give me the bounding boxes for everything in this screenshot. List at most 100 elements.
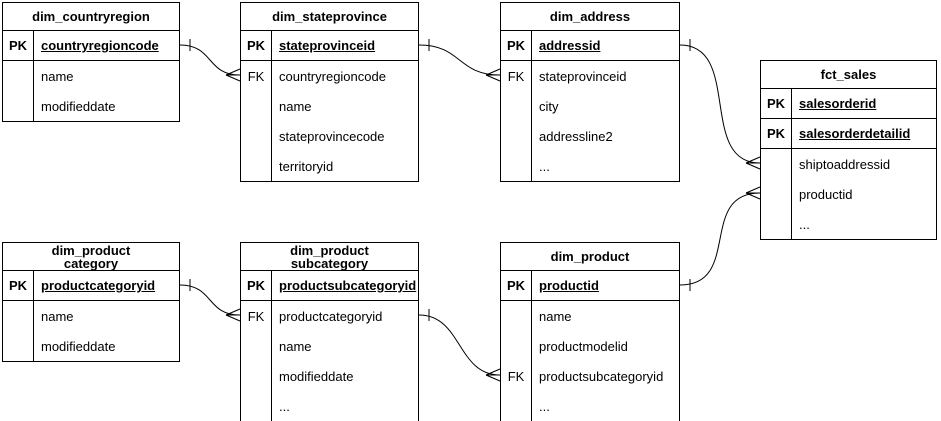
- key-badge: [761, 179, 792, 209]
- table-row: ...: [501, 151, 679, 181]
- column-label: addressid: [539, 38, 601, 53]
- many-marker: [745, 156, 761, 170]
- entity-title: dim_countryregion: [3, 3, 179, 31]
- key-badge: PK: [241, 271, 272, 300]
- table-row: ...: [241, 391, 418, 421]
- key-badge: FK: [501, 361, 532, 391]
- key-badge: [501, 301, 532, 331]
- relationship-productcategory-productsubcategory: [179, 279, 241, 322]
- table-row: PK addressid: [501, 31, 679, 61]
- key-badge: [761, 149, 792, 179]
- table-row: PK productsubcategoryid: [241, 271, 418, 301]
- many-marker: [745, 186, 761, 200]
- column-label: countryregioncode: [279, 68, 386, 84]
- table-row: PK salesorderid: [761, 89, 936, 119]
- entity-dim-productcategory: dim_product category PK productcategoryi…: [2, 242, 180, 362]
- table-row: FK productcategoryid: [241, 301, 418, 331]
- column-label: ...: [279, 398, 290, 414]
- column-label: productcategoryid: [41, 278, 156, 293]
- key-badge: [241, 151, 272, 181]
- relationship-line: [679, 192, 761, 286]
- table-row: name: [3, 61, 179, 91]
- column-label: modifieddate: [279, 368, 354, 384]
- column-label: ...: [539, 158, 550, 174]
- many-marker: [485, 68, 501, 82]
- many-marker: [225, 308, 241, 322]
- column-label: modifieddate: [41, 338, 116, 354]
- key-badge: [501, 91, 532, 121]
- table-row: addressline2: [501, 121, 679, 151]
- entity-dim-product: dim_product PK productid name productmod…: [500, 242, 680, 421]
- entity-fct-sales: fct_sales PK salesorderid PK salesorderd…: [760, 60, 937, 240]
- key-badge: FK: [501, 61, 532, 91]
- table-row: productmodelid: [501, 331, 679, 361]
- column-label: ...: [799, 216, 810, 232]
- table-row: modifieddate: [3, 331, 179, 361]
- column-label: stateprovincecode: [279, 128, 385, 144]
- table-row: ...: [501, 391, 679, 421]
- column-label: productid: [799, 186, 853, 202]
- column-label: city: [539, 98, 559, 114]
- column-label: name: [539, 308, 572, 324]
- column-label: productid: [539, 278, 599, 293]
- entity-dim-countryregion: dim_countryregion PK countryregioncode n…: [2, 2, 180, 122]
- key-badge: PK: [501, 271, 532, 300]
- table-row: name: [241, 331, 418, 361]
- key-badge: PK: [501, 31, 532, 60]
- key-badge: PK: [241, 31, 272, 60]
- entity-title: dim_product: [501, 243, 679, 271]
- relationship-line: [418, 314, 501, 376]
- table-row: shiptoaddressid: [761, 149, 936, 179]
- key-badge: [3, 91, 34, 121]
- table-row: PK salesorderdetailid: [761, 119, 936, 149]
- entity-title: fct_sales: [761, 61, 936, 89]
- table-row: modifieddate: [3, 91, 179, 121]
- entity-dim-address: dim_address PK addressid FK stateprovinc…: [500, 2, 680, 182]
- column-label: productmodelid: [539, 338, 628, 354]
- table-row: ...: [761, 209, 936, 239]
- many-marker: [485, 368, 501, 382]
- key-badge: [241, 331, 272, 361]
- column-label: stateprovinceid: [539, 68, 627, 84]
- entity-title: dim_product category: [3, 243, 179, 271]
- key-badge: [761, 209, 792, 239]
- relationship-address-fctsales: [679, 39, 761, 170]
- column-label: modifieddate: [41, 98, 116, 114]
- column-label: productcategoryid: [279, 308, 383, 324]
- entity-title: dim_stateprovince: [241, 3, 418, 31]
- table-row: PK countryregioncode: [3, 31, 179, 61]
- key-badge: PK: [761, 89, 792, 118]
- column-label: name: [41, 68, 74, 84]
- table-row: name: [501, 301, 679, 331]
- column-label: territoryid: [279, 158, 334, 174]
- table-row: modifieddate: [241, 361, 418, 391]
- entity-title: dim_address: [501, 3, 679, 31]
- table-row: FK stateprovinceid: [501, 61, 679, 91]
- table-row: PK stateprovinceid: [241, 31, 418, 61]
- key-badge: [501, 391, 532, 421]
- table-row: stateprovincecode: [241, 121, 418, 151]
- column-label: salesorderdetailid: [799, 126, 911, 141]
- key-badge: [3, 301, 34, 331]
- column-label: countryregioncode: [41, 38, 159, 53]
- table-row: productid: [761, 179, 936, 209]
- table-row: city: [501, 91, 679, 121]
- relationship-productsubcategory-product: [418, 309, 501, 382]
- table-row: FK countryregioncode: [241, 61, 418, 91]
- table-row: FK productsubcategoryid: [501, 361, 679, 391]
- relationship-line: [679, 44, 761, 164]
- key-badge: [3, 331, 34, 361]
- column-label: name: [279, 338, 312, 354]
- entity-dim-stateprovince: dim_stateprovince PK stateprovinceid FK …: [240, 2, 419, 182]
- entity-title: dim_product subcategory: [241, 243, 418, 271]
- key-badge: PK: [3, 31, 34, 60]
- column-label: shiptoaddressid: [799, 156, 891, 172]
- table-row: name: [241, 91, 418, 121]
- table-row: name: [3, 301, 179, 331]
- key-badge: [241, 361, 272, 391]
- entity-dim-productsubcategory: dim_product subcategory PK productsubcat…: [240, 242, 419, 421]
- relationship-line: [418, 44, 501, 76]
- key-badge: FK: [241, 301, 272, 331]
- relationship-stateprovince-address: [418, 39, 501, 82]
- key-badge: [501, 331, 532, 361]
